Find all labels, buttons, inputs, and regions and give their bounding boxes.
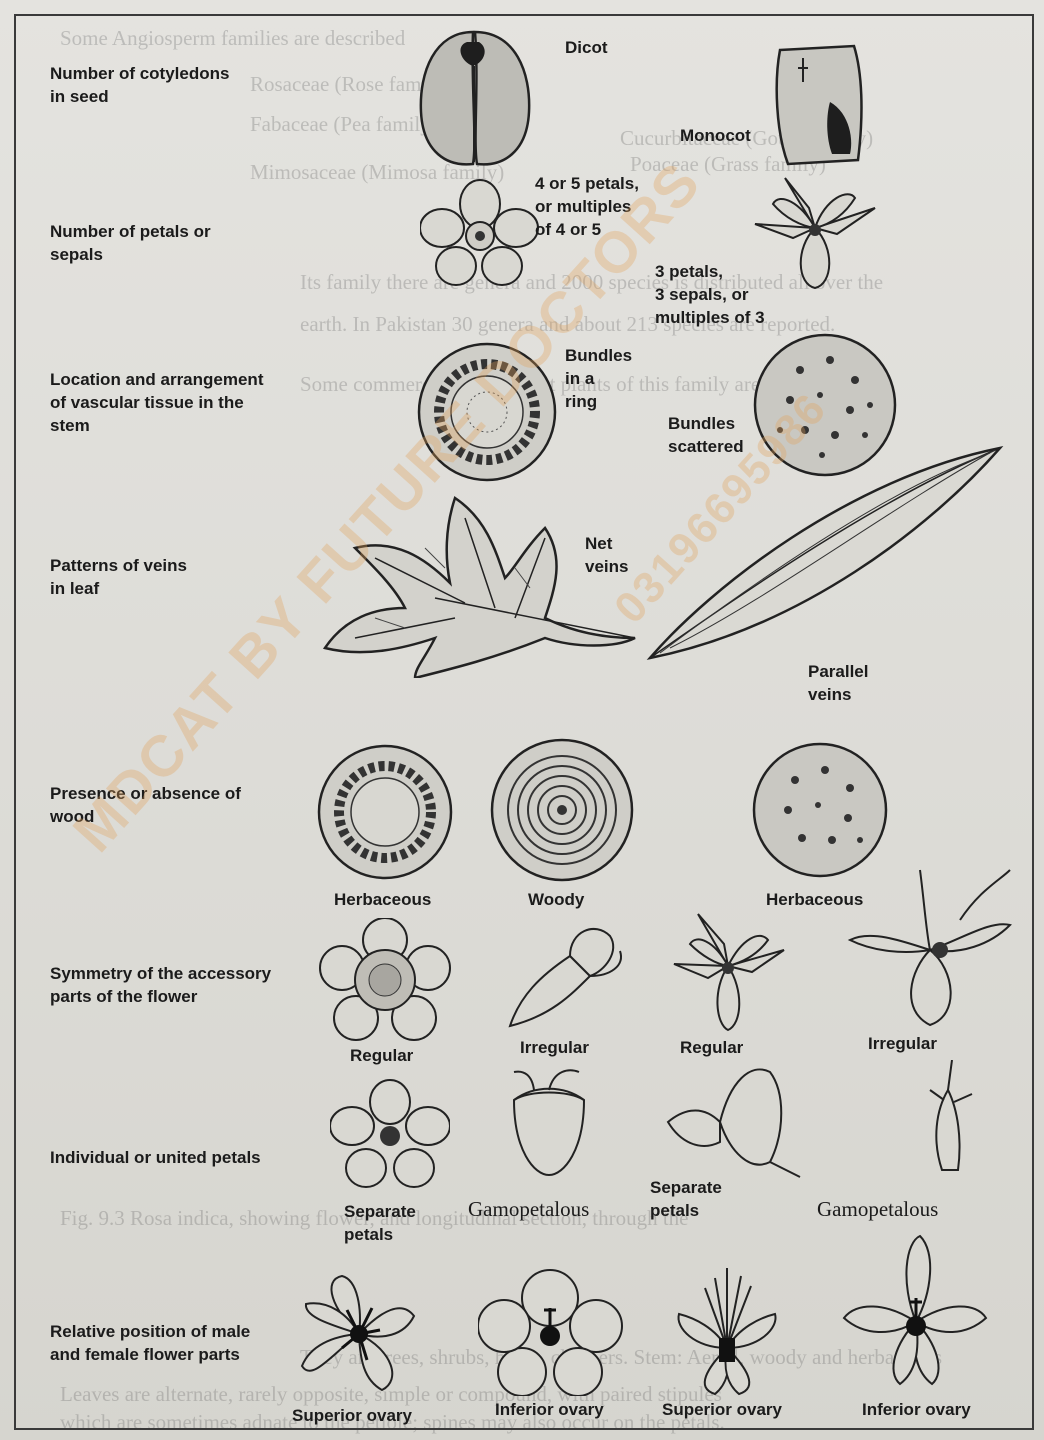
dicot-seed-illustration: [405, 22, 545, 172]
caption-irregular-1: Irregular: [520, 1036, 589, 1059]
caption-inferior-1: Inferior ovary: [495, 1398, 604, 1421]
irregular-flower-orchid: [840, 850, 1020, 1035]
caption-net-veins: Net veins: [585, 532, 628, 578]
inferior-ovary-flower-2: [836, 1232, 996, 1392]
caption-superior-2: Superior ovary: [662, 1398, 782, 1421]
caption-separate-1: Separate petals: [344, 1200, 416, 1246]
row-label-united: Individual or united petals: [50, 1146, 315, 1169]
monocot-seed-illustration: [770, 42, 870, 172]
row-label-vascular: Location and arrangement of vascular tis…: [50, 368, 315, 437]
caption-separate-2: Separate petals: [650, 1176, 722, 1222]
row-label-cotyledons: Number of cotyledons in seed: [50, 62, 315, 108]
caption-monocot: Monocot: [680, 124, 751, 147]
separate-petals-flower-2: [660, 1052, 810, 1182]
row-label-petals: Number of petals or sepals: [50, 220, 315, 266]
caption-gamopetalous-1: Gamopetalous: [468, 1198, 589, 1221]
gamopetalous-flower-1: [484, 1060, 614, 1180]
herbaceous-stem-ring: [315, 742, 455, 882]
caption-superior-1: Superior ovary: [292, 1404, 412, 1427]
inferior-ovary-flower-1: [478, 1268, 623, 1396]
caption-herbaceous-1: Herbaceous: [334, 888, 431, 911]
caption-dicot: Dicot: [565, 36, 608, 59]
caption-parallel-veins: Parallel veins: [808, 660, 869, 706]
woody-stem: [488, 736, 636, 884]
separate-petals-flower-1: [330, 1078, 450, 1190]
caption-inferior-2: Inferior ovary: [862, 1398, 971, 1421]
caption-irregular-2: Irregular: [868, 1032, 937, 1055]
caption-bundles-ring: Bundles in a ring: [565, 344, 632, 413]
row-label-position: Relative position of male and female flo…: [50, 1320, 315, 1366]
row-label-symmetry: Symmetry of the accessory parts of the f…: [50, 962, 315, 1008]
caption-gamopetalous-2: Gamopetalous: [817, 1198, 938, 1221]
gamopetalous-flower-2: [922, 1060, 982, 1180]
caption-regular-1: Regular: [350, 1044, 413, 1067]
irregular-flower-dicot: [500, 916, 630, 1036]
superior-ovary-flower-2: [655, 1258, 800, 1398]
regular-flower-dicot: [318, 918, 453, 1043]
regular-flower-monocot: [668, 906, 788, 1034]
caption-woody: Woody: [528, 888, 584, 911]
caption-monocot-petals: 3 petals, 3 sepals, or multiples of 3: [655, 260, 765, 329]
dicot-flower-five-petals: [420, 178, 540, 288]
superior-ovary-flower-1: [292, 1270, 427, 1398]
monocot-flower-three-petals: [745, 168, 885, 298]
